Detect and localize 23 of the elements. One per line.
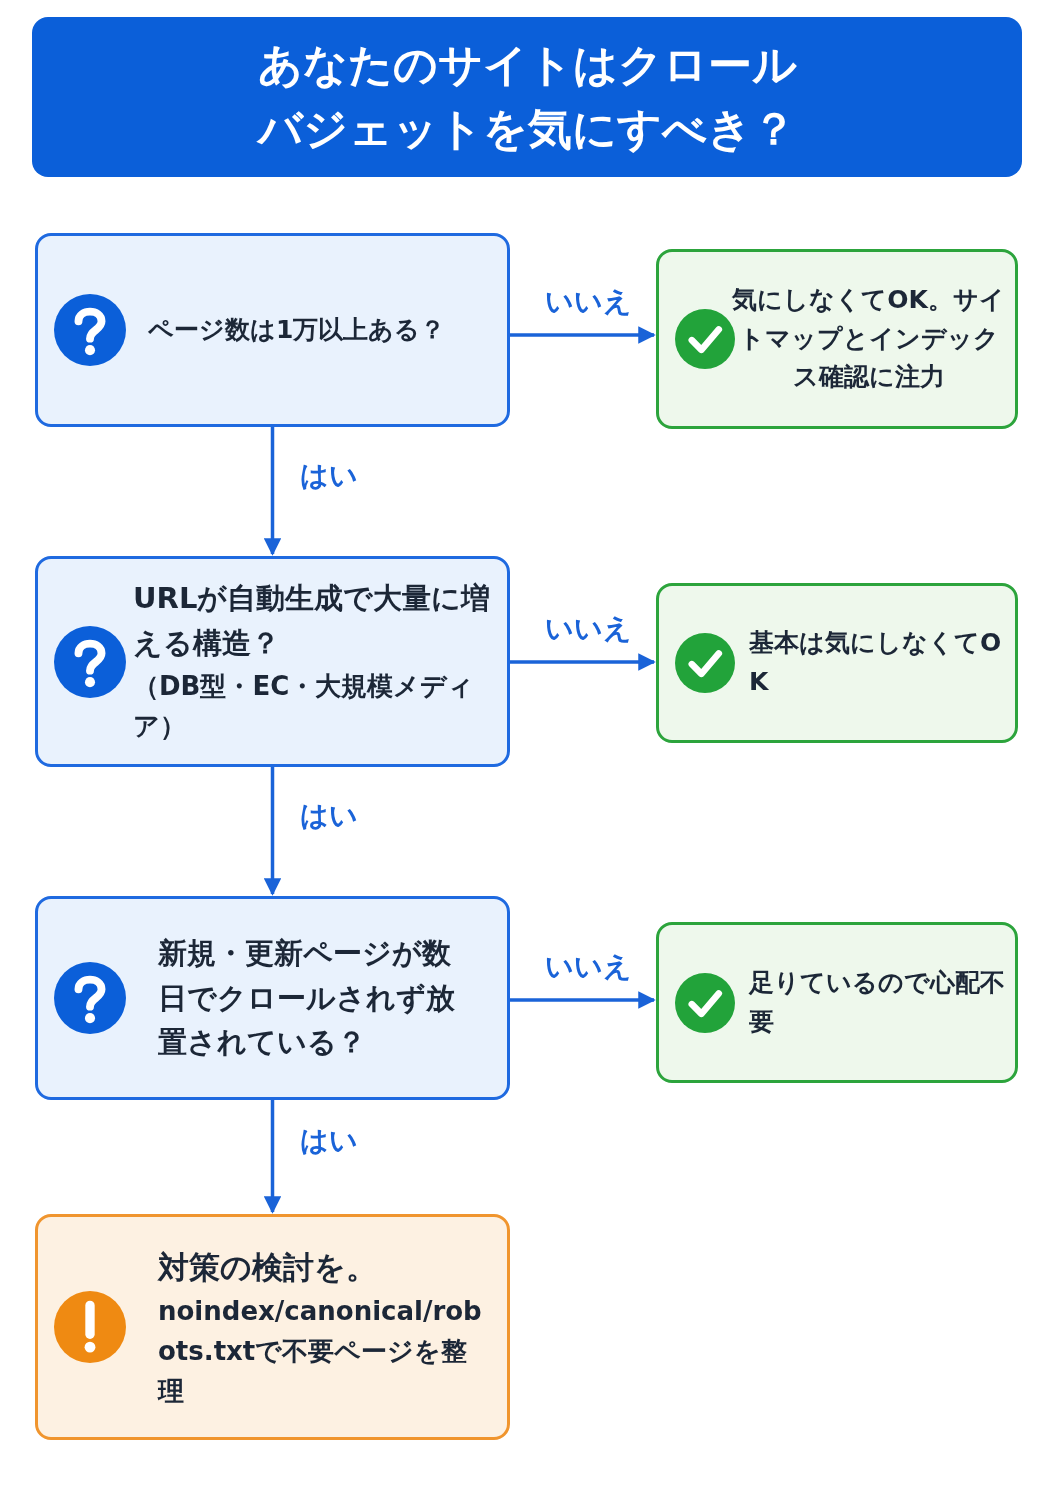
answer-text: 基本は気にしなくてOK [749, 627, 1003, 698]
question-text: 新規・更新ページが数日でクロールされず放置されている？ [158, 934, 456, 1062]
action-box [35, 1214, 510, 1440]
question-box [35, 556, 510, 767]
question-text-note: （DB型・EC・大規模メディア） [133, 670, 476, 744]
arrow [263, 1100, 282, 1214]
arrow [263, 427, 282, 556]
question-text: ページ数は1万以上ある？ [148, 313, 447, 346]
arrow [263, 767, 282, 896]
question-box [35, 233, 510, 427]
arrow [510, 653, 656, 671]
answer-box [656, 249, 1018, 429]
question-box [35, 896, 510, 1100]
arrow [510, 326, 656, 344]
question-text: URLが自動生成で大量に増える構造？ [133, 580, 492, 663]
answer-text: 足りているので心配不要 [749, 966, 1006, 1038]
answer-box [656, 583, 1018, 743]
answer-box [656, 922, 1018, 1083]
answer-text: 気にしなくてOK。サイトマップとインデックス確認に注力 [731, 283, 1006, 394]
title-text: あなたのサイトはクロールバジェットを気にすべき？ [255, 38, 798, 156]
arrow [510, 991, 656, 1009]
action-text: 対策の検討を。 [158, 1247, 378, 1287]
action-text-note: noindex/canonical/robots.txtで不要ページを整理 [158, 1294, 483, 1409]
